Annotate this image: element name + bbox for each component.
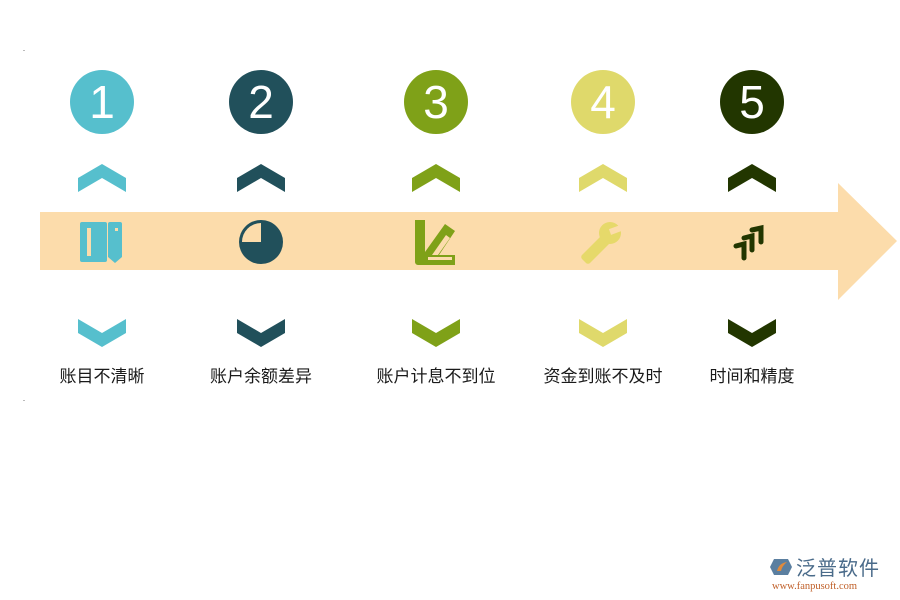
step-label: 账目不清晰 xyxy=(59,367,145,387)
book-bookmark-icon xyxy=(80,222,122,263)
edit-pencil-icon xyxy=(415,220,455,265)
step-number-badge: 1 xyxy=(70,70,134,134)
wrench-icon xyxy=(581,222,625,264)
brand-logo: 泛普软件 www.fanpusoft.com xyxy=(770,552,895,592)
step-number-badge: 5 xyxy=(720,70,784,134)
corner-mark xyxy=(23,400,25,401)
step-number-badge: 4 xyxy=(571,70,635,134)
step-number-badge: 3 xyxy=(404,70,468,134)
chevron-down-icon xyxy=(412,319,460,347)
triple-chevron-icon xyxy=(733,224,764,261)
step-number-badge: 2 xyxy=(229,70,293,134)
pie-chart-icon xyxy=(239,220,283,264)
chevron-down-icon xyxy=(78,319,126,347)
chevron-up-icon xyxy=(78,164,126,192)
fanpu-logo-icon xyxy=(770,558,792,575)
logo-name: 泛普软件 xyxy=(796,556,880,580)
step-label: 时间和精度 xyxy=(709,367,795,387)
step-label: 资金到账不及时 xyxy=(543,367,663,387)
step-label: 账户余额差异 xyxy=(210,367,312,387)
logo-url: www.fanpusoft.com xyxy=(772,581,858,592)
chevron-up-icon xyxy=(579,164,627,192)
step-label: 账户计息不到位 xyxy=(376,367,496,387)
chevron-down-icon xyxy=(579,319,627,347)
chevron-up-icon xyxy=(728,164,776,192)
chevron-up-icon xyxy=(412,164,460,192)
chevron-down-icon xyxy=(237,319,285,347)
corner-mark xyxy=(23,50,25,51)
chevron-down-icon xyxy=(728,319,776,347)
chevron-up-icon xyxy=(237,164,285,192)
